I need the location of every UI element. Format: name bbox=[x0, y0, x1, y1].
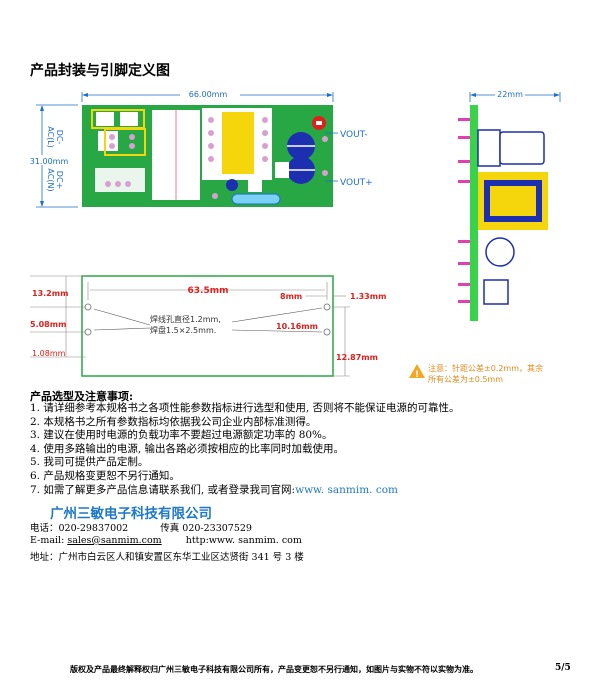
page-number: 5/5 bbox=[555, 663, 571, 673]
side-width-label: 22mm bbox=[497, 90, 523, 99]
dim-1-33: 1.33mm bbox=[350, 292, 386, 301]
website-text[interactable]: http:www. sanmim. com bbox=[185, 535, 302, 546]
website-link[interactable]: www. sanmim. com bbox=[295, 483, 398, 496]
section-title: 产品封装与引脚定义图 bbox=[30, 63, 170, 79]
dim-12-87: 12.87mm bbox=[336, 353, 378, 362]
dc-minus-text: DC- AC(L) bbox=[46, 126, 64, 148]
vout-plus-label: VOUT+ bbox=[340, 178, 373, 188]
pin-note-2: 焊盘1.5×2.5mm. bbox=[150, 325, 216, 335]
note-item: 2. 本规格书之所有参数指标均依据我公司企业内部标准测得。 bbox=[30, 415, 317, 428]
note-item: 1. 请详细参考本规格书之各项性能参数指标进行选型和使用, 否则将不能保证电源的… bbox=[30, 402, 460, 414]
side-board bbox=[470, 105, 478, 321]
note-item: 4. 使用多路输出的电源, 输出各路必须按相应的比率同时加载使用。 bbox=[30, 442, 345, 455]
footer-disclaimer: 版权及产品最终解释权归广州三敏电子科技有限公司所有，产品变更恕不另行通知，如图片… bbox=[70, 665, 478, 674]
vout-minus-label: VOUT- bbox=[340, 130, 368, 140]
dim-8: 8mm bbox=[280, 292, 302, 301]
pin-note-1: 焊线孔直径1.2mm, bbox=[150, 314, 221, 324]
notes-title: 产品选型及注意事项: bbox=[30, 390, 134, 403]
note-item: 6. 产品规格变更恕不另行通知。 bbox=[30, 469, 180, 482]
phone-fax-line: 电话：020-29837002 传真 020-23307529 bbox=[30, 520, 252, 534]
fax: 传真 020-23307529 bbox=[160, 523, 252, 534]
phone: 电话：020-29837002 bbox=[30, 523, 129, 534]
address: 地址：广州市白云区人和镇安置区东华工业区达贤街 341 号 3 楼 bbox=[30, 552, 304, 563]
email-link[interactable]: sales@sanmim.com bbox=[67, 535, 162, 546]
side-view: 22mm bbox=[458, 89, 561, 321]
top-width-label: 66.00mm bbox=[189, 90, 228, 99]
dim-1-08: 1.08mm bbox=[32, 349, 66, 358]
top-width-dimension: 66.00mm bbox=[81, 89, 334, 102]
height-label: 31.00mm bbox=[30, 157, 69, 166]
height-dimension: 31.00mm bbox=[26, 104, 78, 208]
svg-text:!: ! bbox=[415, 370, 419, 380]
company-name: 广州三敏电子科技有限公司 bbox=[50, 506, 212, 522]
svg-text:AC(L): AC(L) bbox=[46, 126, 55, 148]
email-line: E-mail: sales@sanmim.com http:www. sanmi… bbox=[30, 535, 302, 546]
note-item: 3. 建议在使用时电源的负载功率不要超过电源额定功率的 80%。 bbox=[30, 429, 333, 442]
svg-text:DC+: DC+ bbox=[55, 171, 64, 189]
warning-icon bbox=[409, 364, 425, 378]
transformer-icon bbox=[222, 112, 254, 174]
svg-text:DC-: DC- bbox=[55, 130, 64, 145]
package-diagram: 66.00mm 31.00mm DC- AC(L) DC+ AC(N) bbox=[26, 89, 561, 384]
svg-text:AC(N): AC(N) bbox=[46, 168, 55, 191]
dim-13-2: 13.2mm bbox=[32, 289, 68, 298]
dim-63-5: 63.5mm bbox=[188, 286, 229, 296]
dim-5-08: 5.08mm bbox=[30, 320, 66, 329]
dc-plus-text: DC+ AC(N) bbox=[46, 168, 64, 191]
dim-10-16: 10.16mm bbox=[276, 322, 318, 331]
note-item-7: 7. 如需了解更多产品信息请联系我们, 或者登录我司官网:www. sanmim… bbox=[30, 483, 398, 496]
notes-list: 1. 请详细参考本规格书之各项性能参数指标进行选型和使用, 否则将不能保证电源的… bbox=[30, 402, 460, 497]
note-item: 5. 我司可提供产品定制。 bbox=[30, 456, 149, 469]
tolerance-note-1: 注意：针距公差±0.2mm，其余 bbox=[428, 363, 543, 373]
bottom-view-outline bbox=[81, 275, 334, 377]
tolerance-note-2: 所有公差为±0.5mm bbox=[428, 374, 503, 384]
